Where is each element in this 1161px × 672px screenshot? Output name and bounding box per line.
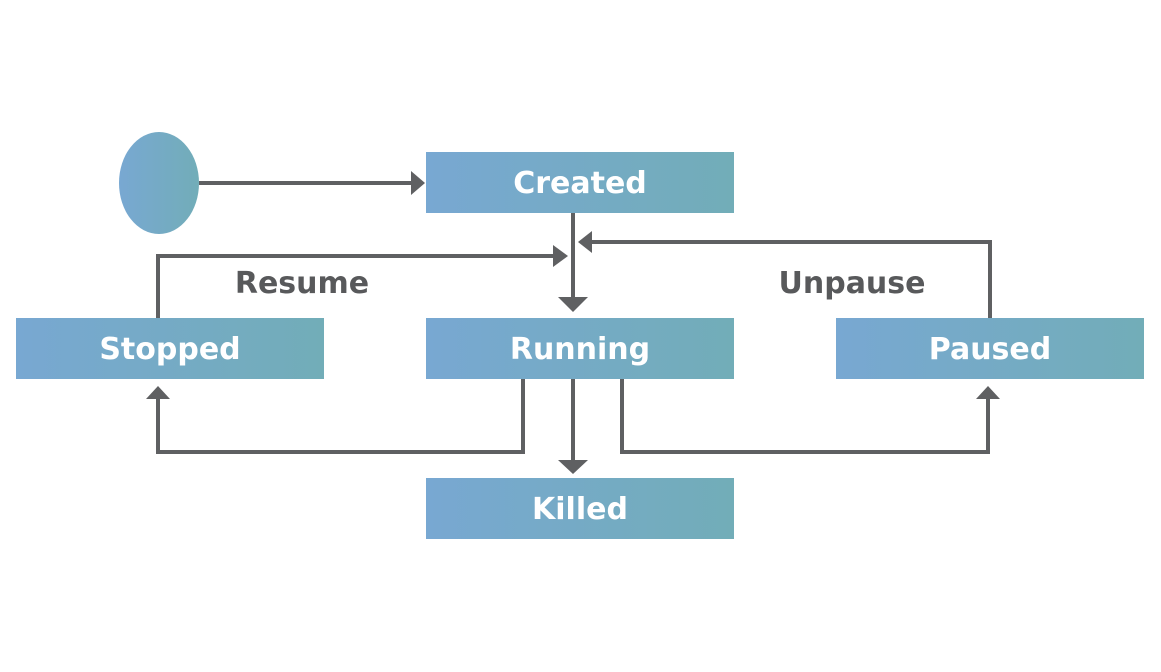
arrowhead-killed-top xyxy=(558,460,588,474)
state-running-box xyxy=(426,318,734,379)
state-created: Created xyxy=(426,152,734,213)
arrowhead-unpause xyxy=(578,231,592,253)
arrowhead-stopped-bottom xyxy=(146,386,170,399)
edges xyxy=(146,171,1000,474)
edge-paused-unpause xyxy=(590,240,992,318)
state-stopped: Stopped xyxy=(16,318,324,379)
transition-label-resume: Resume xyxy=(235,266,369,301)
state-stopped-box xyxy=(16,318,324,379)
state-killed-box xyxy=(426,478,734,539)
state-running: Running xyxy=(426,318,734,379)
state-stopped-label: Stopped xyxy=(99,332,240,367)
edge-running-to-stopped xyxy=(156,378,525,454)
arrowhead-created-left xyxy=(411,171,425,195)
transition-label-unpause: Unpause xyxy=(779,266,926,301)
edge-stopped-resume xyxy=(156,254,556,318)
state-created-box xyxy=(426,152,734,213)
state-running-label: Running xyxy=(510,332,650,367)
arrowhead-running-top xyxy=(558,297,588,312)
edge-running-to-paused xyxy=(620,378,990,454)
arrowhead-paused-bottom xyxy=(976,386,1000,399)
state-killed-label: Killed xyxy=(532,492,628,527)
state-paused-box xyxy=(836,318,1144,379)
initial-state-icon xyxy=(119,132,199,234)
state-killed: Killed xyxy=(426,478,734,539)
state-paused-label: Paused xyxy=(929,332,1051,367)
state-created-label: Created xyxy=(513,166,647,201)
arrowhead-resume xyxy=(553,245,568,267)
state-paused: Paused xyxy=(836,318,1144,379)
